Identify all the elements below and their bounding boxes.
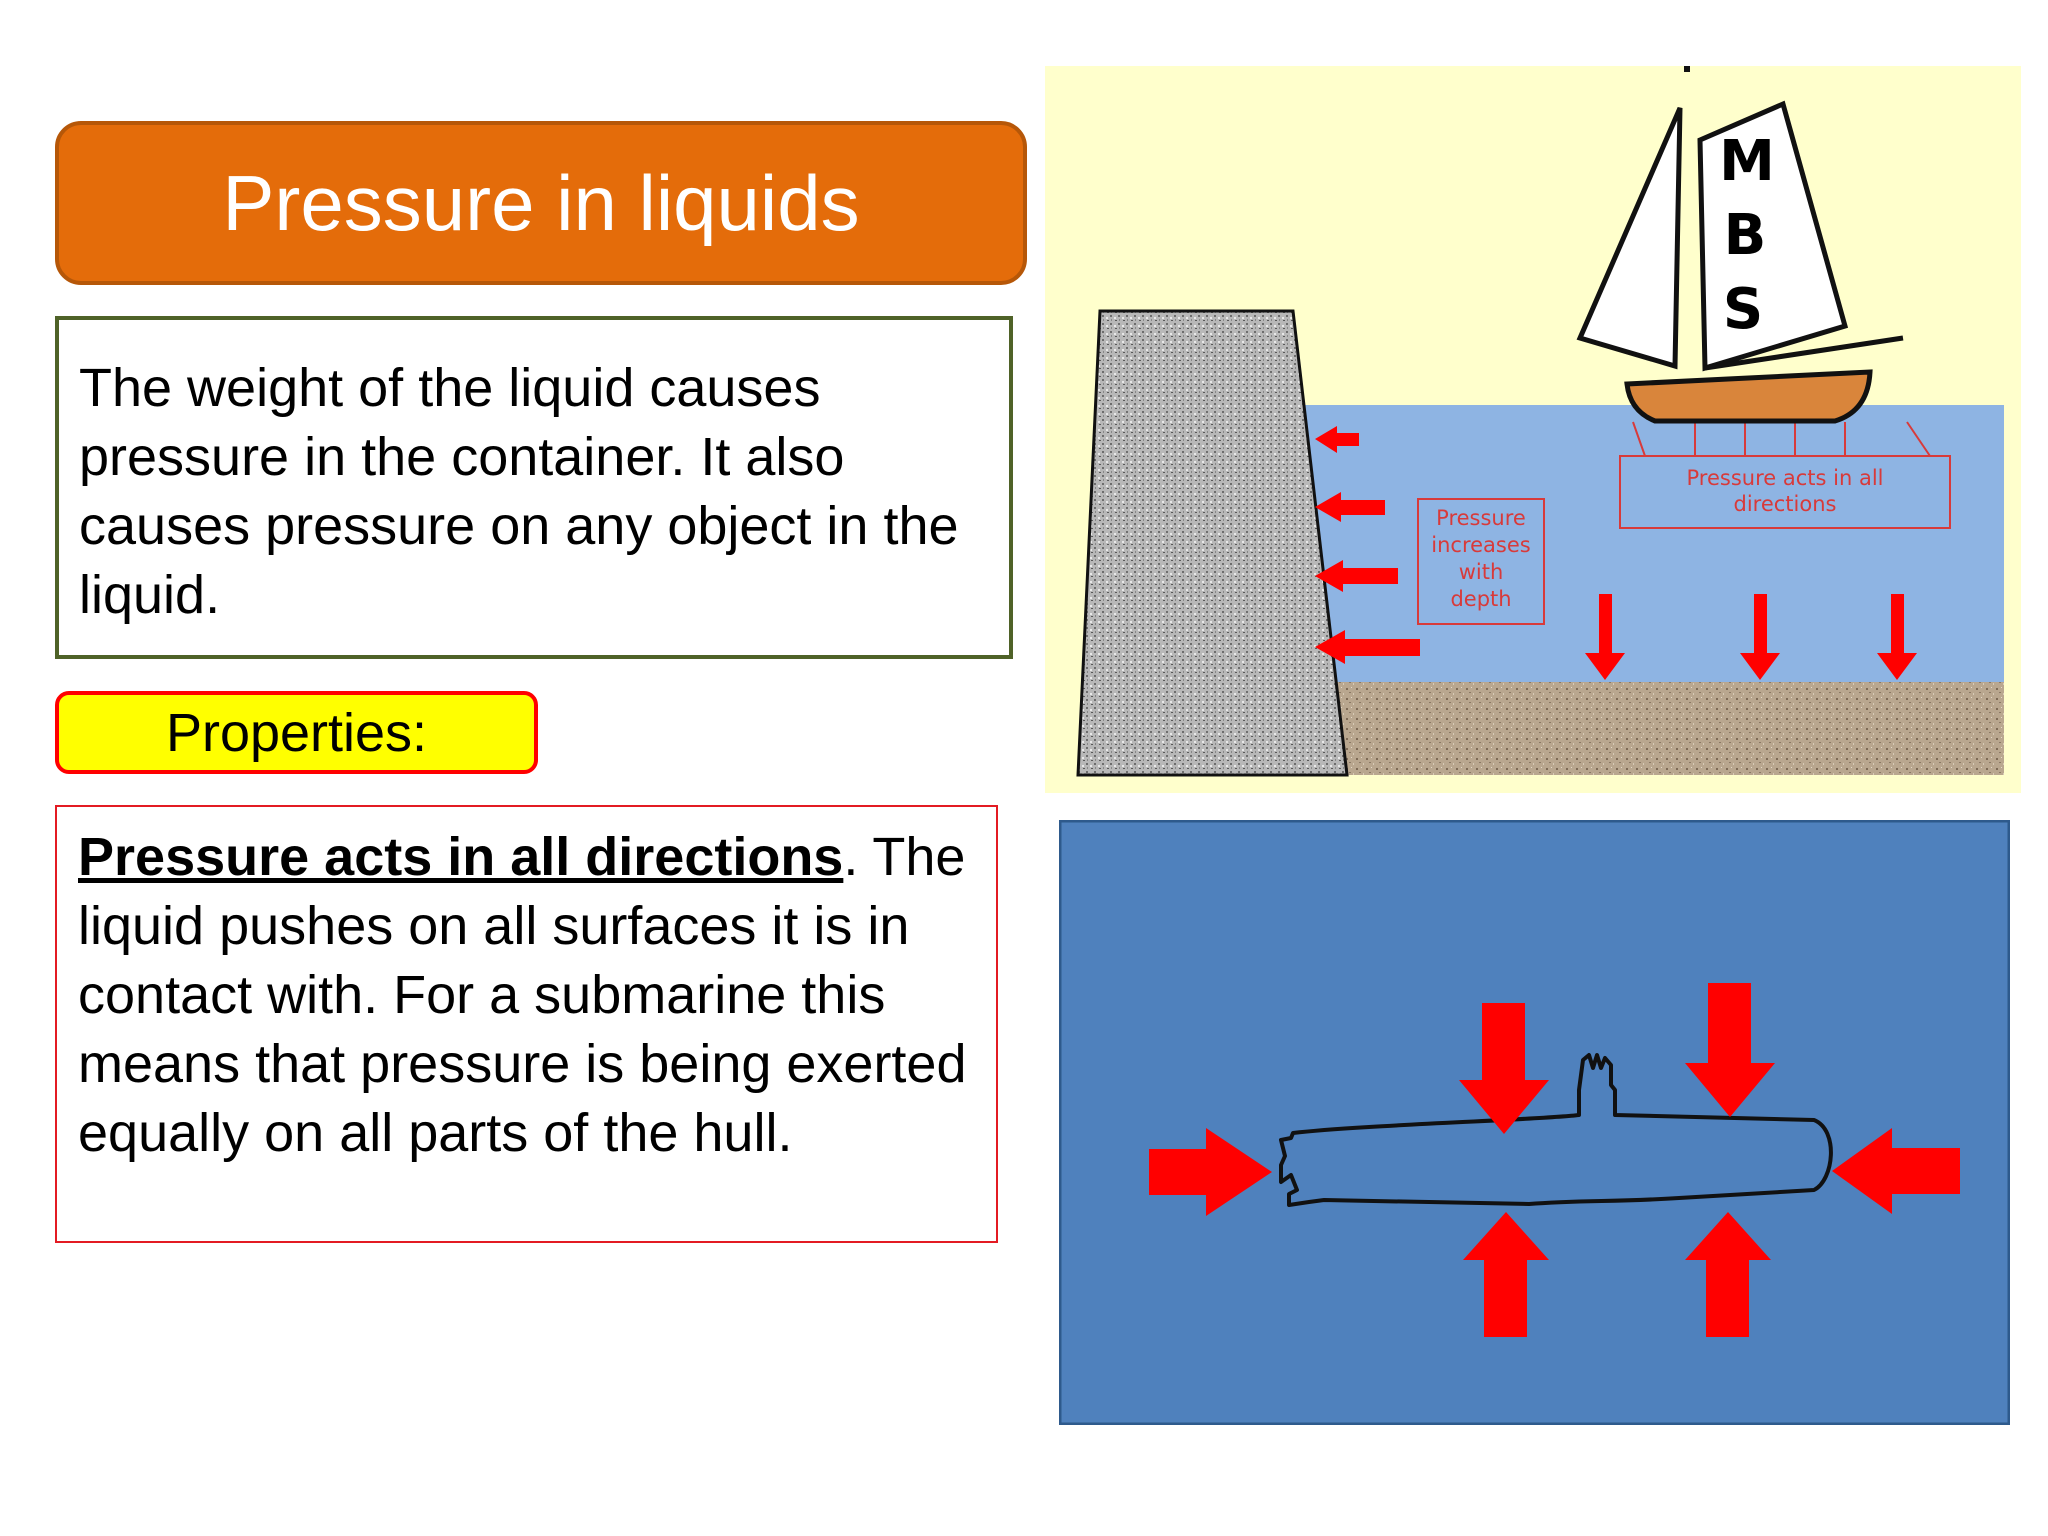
description-heading-suffix: . <box>843 827 859 887</box>
slide-title: Pressure in liquids <box>55 121 1027 285</box>
dam-wall <box>1076 309 1349 777</box>
directions-label: Pressure acts in all directions <box>1619 455 1951 529</box>
sail-letter-s: S <box>1723 277 1763 342</box>
depth-label-line-2: increases <box>1431 533 1530 557</box>
boat-hull <box>1624 369 1873 424</box>
depth-label-line-4: depth <box>1450 587 1511 611</box>
description-heading: Pressure acts in all directions <box>78 827 844 887</box>
directions-label-line-1: Pressure acts in all <box>1687 466 1884 490</box>
intro-text: The weight of the liquid causes pressure… <box>79 358 959 625</box>
submarine-illustration <box>1059 820 2010 1425</box>
submarine-hull <box>1279 1053 1833 1207</box>
properties-label: Properties: <box>55 691 538 774</box>
jib-sail <box>1576 107 1683 370</box>
submarine-pressure-arrows <box>1149 983 1960 1337</box>
seabed <box>1325 682 2004 775</box>
directions-label-line-2: directions <box>1734 492 1837 516</box>
wall-pressure-arrows <box>1315 426 1420 664</box>
main-sail <box>1697 100 1849 372</box>
hull-pressure-arrows <box>1632 421 1931 457</box>
intro-text-box: The weight of the liquid causes pressure… <box>55 316 1013 659</box>
sail-letter-m: M <box>1719 129 1775 194</box>
description-box: Pressure acts in all directions. The liq… <box>55 805 998 1243</box>
bottom-pressure-arrows <box>1585 594 1917 680</box>
water <box>1295 405 2004 682</box>
depth-label-line-3: with <box>1459 560 1504 584</box>
description-body: The liquid pushes on all surfaces it is … <box>78 827 967 1163</box>
depth-label: Pressure increases with depth <box>1417 498 1545 625</box>
depth-label-line-1: Pressure <box>1436 506 1526 530</box>
sail-letter-b: B <box>1724 203 1767 268</box>
sailboat: M B S <box>1576 66 1904 424</box>
dam-pressure-illustration: Pressure increases with depth Pressure a… <box>1045 66 2021 793</box>
